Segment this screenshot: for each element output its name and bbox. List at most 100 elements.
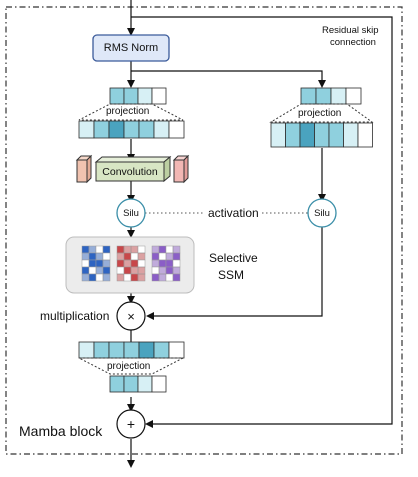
addition-node: [116, 409, 146, 439]
ssm-matrix-cell: [172, 273, 181, 282]
silu-right-node: [307, 198, 337, 228]
ssm-matrix-cell: [151, 273, 160, 282]
output-projection-label: projection: [107, 361, 151, 372]
vector-cell: [168, 120, 185, 139]
multiplication-node: [116, 301, 146, 331]
vector-cell: [343, 122, 359, 148]
activation-label: activation: [208, 206, 259, 220]
residual-skip-line: [131, 16, 393, 428]
ssm-matrix-cell: [116, 245, 125, 254]
residual-label-line2: connection: [330, 37, 376, 48]
ssm-matrix-cell: [102, 259, 111, 268]
vector-cell: [151, 375, 167, 393]
ssm-matrix-cell: [123, 252, 132, 261]
ssm-matrix-cell: [165, 252, 174, 261]
ssm-matrix-cell: [165, 266, 174, 275]
ssm-matrix-cell: [172, 245, 181, 254]
ssm-matrix-cell: [88, 252, 97, 261]
vector-cell: [78, 120, 95, 139]
vector-cell: [109, 87, 125, 105]
selective-ssm-label-line2: SSM: [218, 268, 245, 282]
vector-cell: [123, 341, 140, 359]
vector-cell: [328, 122, 344, 148]
vector-cell: [108, 341, 125, 359]
ssm-matrix-cell: [130, 245, 139, 254]
vector-cell: [299, 122, 315, 148]
ssm-matrix-cell: [88, 273, 97, 282]
vector-cell: [108, 120, 125, 139]
selective-ssm-label-line1: Selective: [209, 251, 258, 265]
left-projection-label: projection: [106, 106, 150, 117]
right-silu-to-multiply-arrow: [146, 227, 323, 320]
ssm-matrix-cell: [172, 266, 181, 275]
vector-cell: [315, 87, 332, 105]
ssm-matrix-cell: [116, 266, 125, 275]
ssm-matrix-cell: [102, 273, 111, 282]
vector-cell: [123, 87, 139, 105]
ssm-matrix-cell: [116, 259, 125, 268]
ssm-matrix-cell: [81, 259, 90, 268]
ssm-matrix-cell: [123, 259, 132, 268]
ssm-matrix-cell: [88, 266, 97, 275]
conv-side-left-front: [76, 159, 88, 183]
right-input-projection: [269, 87, 374, 148]
ssm-matrix-cell: [102, 266, 111, 275]
left-projection-trapezoid: [78, 103, 184, 121]
multiply-symbol: ×: [127, 308, 135, 324]
ssm-matrix-cell: [95, 245, 104, 254]
ssm-matrix-cell: [81, 252, 90, 261]
ssm-matrix-cell: [81, 245, 90, 254]
ssm-matrix-cell: [95, 266, 104, 275]
vector-cell: [123, 120, 140, 139]
vector-cell: [151, 87, 167, 105]
ssm-matrix-cell: [172, 259, 181, 268]
vector-cell: [78, 341, 95, 359]
ssm-matrix-cell: [165, 245, 174, 254]
ssm-matrix-cell: [123, 245, 132, 254]
ssm-matrix-cell: [151, 266, 160, 275]
ssm-matrix-cell: [88, 245, 97, 254]
rms-norm-box: [92, 34, 170, 62]
ssm-matrix-cell: [165, 259, 174, 268]
ssm-matrix-cell: [151, 252, 160, 261]
vector-cell: [123, 375, 139, 393]
vector-cell: [138, 120, 155, 139]
conv-side-left-right: [86, 154, 92, 184]
rms-to-right-branch-arrow: [131, 70, 326, 88]
right-projection-trapezoid: [269, 103, 374, 123]
ssm-matrix-cell: [130, 252, 139, 261]
ssm-matrix-cell: [172, 252, 181, 261]
ssm-matrix-cell: [88, 259, 97, 268]
vector-cell: [93, 341, 110, 359]
vector-cell: [285, 122, 301, 148]
ssm-matrix-cell: [137, 273, 146, 282]
ssm-matrix-cell: [151, 245, 160, 254]
mamba-block-border: [5, 6, 403, 455]
ssm-matrix-cell: [102, 252, 111, 261]
rms-norm-label: RMS Norm: [103, 42, 159, 54]
ssm-matrix-cell: [102, 245, 111, 254]
ssm-matrix-cell: [165, 273, 174, 282]
conv-side-right-front: [173, 159, 185, 183]
ssm-matrix-cell: [137, 266, 146, 275]
ssm-matrix-cell: [81, 273, 90, 282]
conv-main-front: [95, 161, 165, 182]
ssm-matrix-cell: [137, 259, 146, 268]
ssm-matrix-cell: [95, 252, 104, 261]
ssm-matrix-cell: [123, 273, 132, 282]
ssm-matrix-cell: [137, 252, 146, 261]
vector-cell: [109, 375, 125, 393]
ssm-matrix-cell: [116, 252, 125, 261]
ssm-matrix-cell: [151, 259, 160, 268]
silu-right-label: Silu: [314, 207, 330, 219]
right-projection-label: projection: [298, 108, 342, 119]
output-projection: [78, 341, 185, 393]
mamba-block-label: Mamba block: [19, 423, 103, 439]
ssm-matrix-cell: [130, 266, 139, 275]
convolution-block: [75, 154, 190, 184]
ssm-matrix-cell: [116, 273, 125, 282]
left-input-projection: [78, 87, 185, 139]
conv-side-right-right: [183, 154, 189, 184]
